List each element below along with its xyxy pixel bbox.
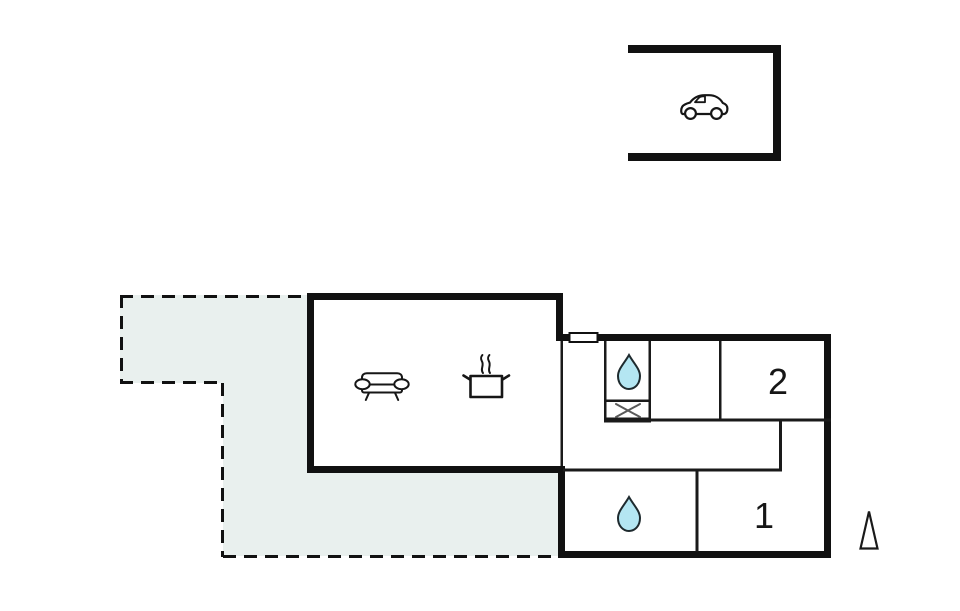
bathroom-upper [615, 352, 642, 418]
terrace-fill [120, 295, 561, 556]
entrance-door-marker [568, 332, 599, 343]
living-room-walls [307, 293, 563, 473]
carport-walls [628, 45, 781, 161]
wing-partitions [563, 341, 831, 552]
sofa-icon [354, 372, 410, 401]
living-kitchen-room [307, 293, 563, 473]
water-drop-icon [616, 352, 642, 391]
shower-cross-icon [615, 403, 641, 418]
living-room-hallway-partition [560, 341, 563, 470]
north-arrow-icon [859, 511, 879, 550]
bedroom-2-label: 2 [768, 361, 788, 402]
bedroom-1-label: 1 [754, 495, 774, 536]
terrace [120, 295, 562, 558]
bedroom-wing: 2 1 [558, 332, 831, 558]
wing-outer-walls [558, 334, 831, 558]
carport [628, 45, 781, 161]
cooking-pot-icon [462, 354, 511, 399]
living-room-floor [310, 296, 562, 470]
car-icon [680, 94, 729, 121]
terrace-dashed-border [120, 295, 562, 558]
water-drop-icon [616, 494, 642, 533]
